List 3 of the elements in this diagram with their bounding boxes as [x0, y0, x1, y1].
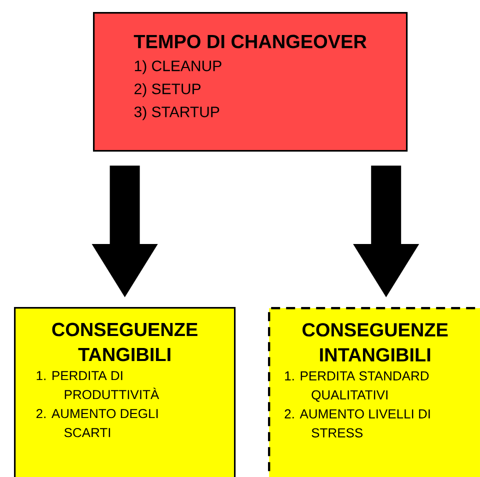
result-box: CONSEGUENZE INTANGIBILI 1. PERDITA STANDARD QUALITATIVI 2. AUMENTO LIVELLI DI STRESS [268, 307, 480, 477]
process-box: TEMPO DI CHANGEOVER 1) CLEANUP 2) SETUP 3) STARTUP [93, 12, 408, 152]
result-box: CONSEGUENZE TANGIBILI 1. PERDITA DI PRODUTTIVITÀ 2. AUMENTO DEGLI SCARTI [14, 307, 236, 477]
